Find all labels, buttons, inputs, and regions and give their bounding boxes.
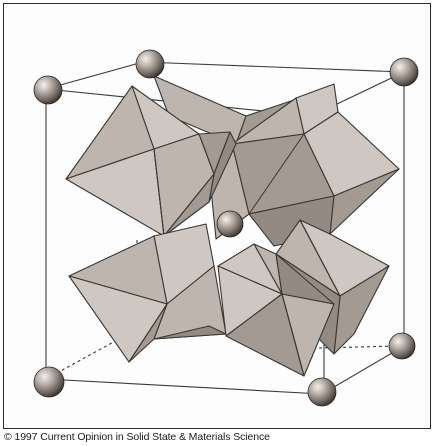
atom-bottom-front-left: [34, 367, 64, 397]
atom-bottom-front-right: [308, 378, 336, 406]
copyright-caption: © 1997 Current Opinion in Solid State & …: [4, 431, 270, 443]
atom-bottom-back-right: [389, 333, 415, 359]
edge-top-back: [143, 62, 404, 72]
edge-bottom-front: [46, 379, 322, 394]
atom-top-back-left: [136, 50, 164, 78]
atom-body-center: [217, 211, 243, 237]
atom-top-front-left: [34, 76, 62, 104]
perovskite-unit-cell-diagram: [4, 4, 431, 429]
octahedron-lower-left: [69, 224, 226, 362]
figure-frame: [3, 3, 431, 429]
atom-top-back-right: [390, 58, 418, 86]
atoms: [34, 50, 418, 406]
